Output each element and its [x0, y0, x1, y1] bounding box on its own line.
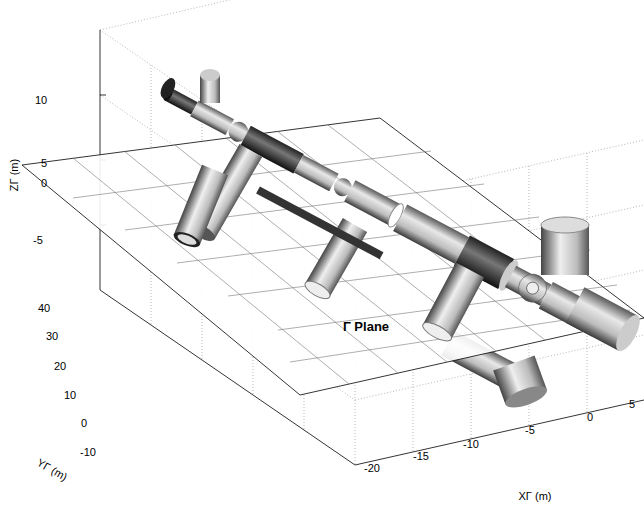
tick-label: -20 — [364, 463, 380, 474]
tick-label: 10 — [64, 390, 76, 401]
tick-label: 0 — [81, 418, 87, 429]
plane-label: Γ Plane — [343, 320, 389, 333]
tick-label: 40 — [38, 303, 50, 314]
tick-label: -5 — [33, 235, 43, 246]
axis-label: ZΓ (m) — [9, 159, 20, 191]
axis-label: YΓ (m) — [35, 457, 69, 483]
tick-label: 5 — [41, 158, 47, 169]
tick-label: 5 — [629, 399, 635, 410]
tick-label: 30 — [46, 331, 58, 342]
tick-label: 20 — [54, 361, 66, 372]
tick-label: -10 — [463, 439, 479, 450]
tick-label: -15 — [413, 451, 429, 462]
tick-label: 0 — [587, 412, 593, 423]
tick-label: -10 — [80, 447, 96, 458]
tick-label: 0 — [41, 178, 47, 189]
tick-label: -5 — [525, 425, 535, 436]
tick-label: 10 — [35, 95, 47, 106]
axis-label: XΓ (m) — [519, 491, 552, 502]
